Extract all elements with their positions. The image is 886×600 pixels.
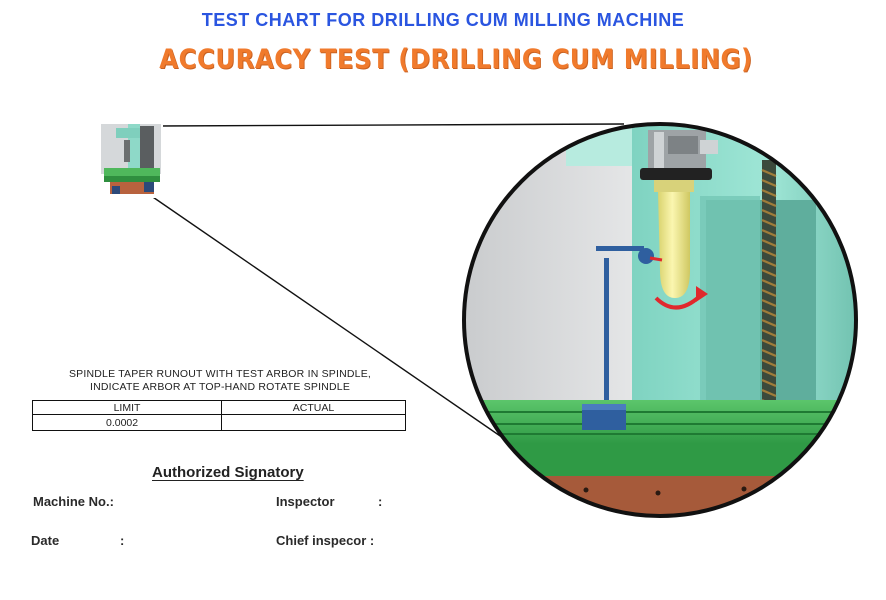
test-description-line2: INDICATE ARBOR AT TOP-HAND ROTATE SPINDL… [89,381,351,393]
inspector-label: Inspector [276,494,335,509]
actual-value[interactable] [221,414,406,431]
test-description-line1: SPINDLE TAPER RUNOUT WITH TEST ARBOR IN … [68,368,372,380]
test-subtitle: ACCURACY TEST (DRILLING CUM MILLING) [159,44,753,75]
test-description: SPINDLE TAPER RUNOUT WITH TEST ARBOR IN … [40,368,400,394]
limit-table-row: 0.0002 [32,414,406,431]
date-colon: : [120,533,125,548]
machine-no-label: Machine No.: [33,494,114,509]
inspector-colon: : [378,494,383,509]
chief-inspector-label: Chief inspecor : [276,533,375,548]
authorized-signatory-heading: Authorized Signatory [152,464,304,481]
date-label: Date [31,533,60,548]
limit-value: 0.0002 [32,414,222,431]
limit-table: LIMIT ACTUAL 0.0002 [32,400,406,431]
page-title: TEST CHART FOR DRILLING CUM MILLING MACH… [201,10,685,30]
limit-table-header-row: LIMIT ACTUAL [32,400,406,415]
machine-thumbnail-icon [101,122,163,198]
zoom-line-bottom [146,192,507,441]
col-actual-header: ACTUAL [221,400,406,415]
zoom-line-top [157,123,625,127]
col-limit-header: LIMIT [32,400,222,415]
